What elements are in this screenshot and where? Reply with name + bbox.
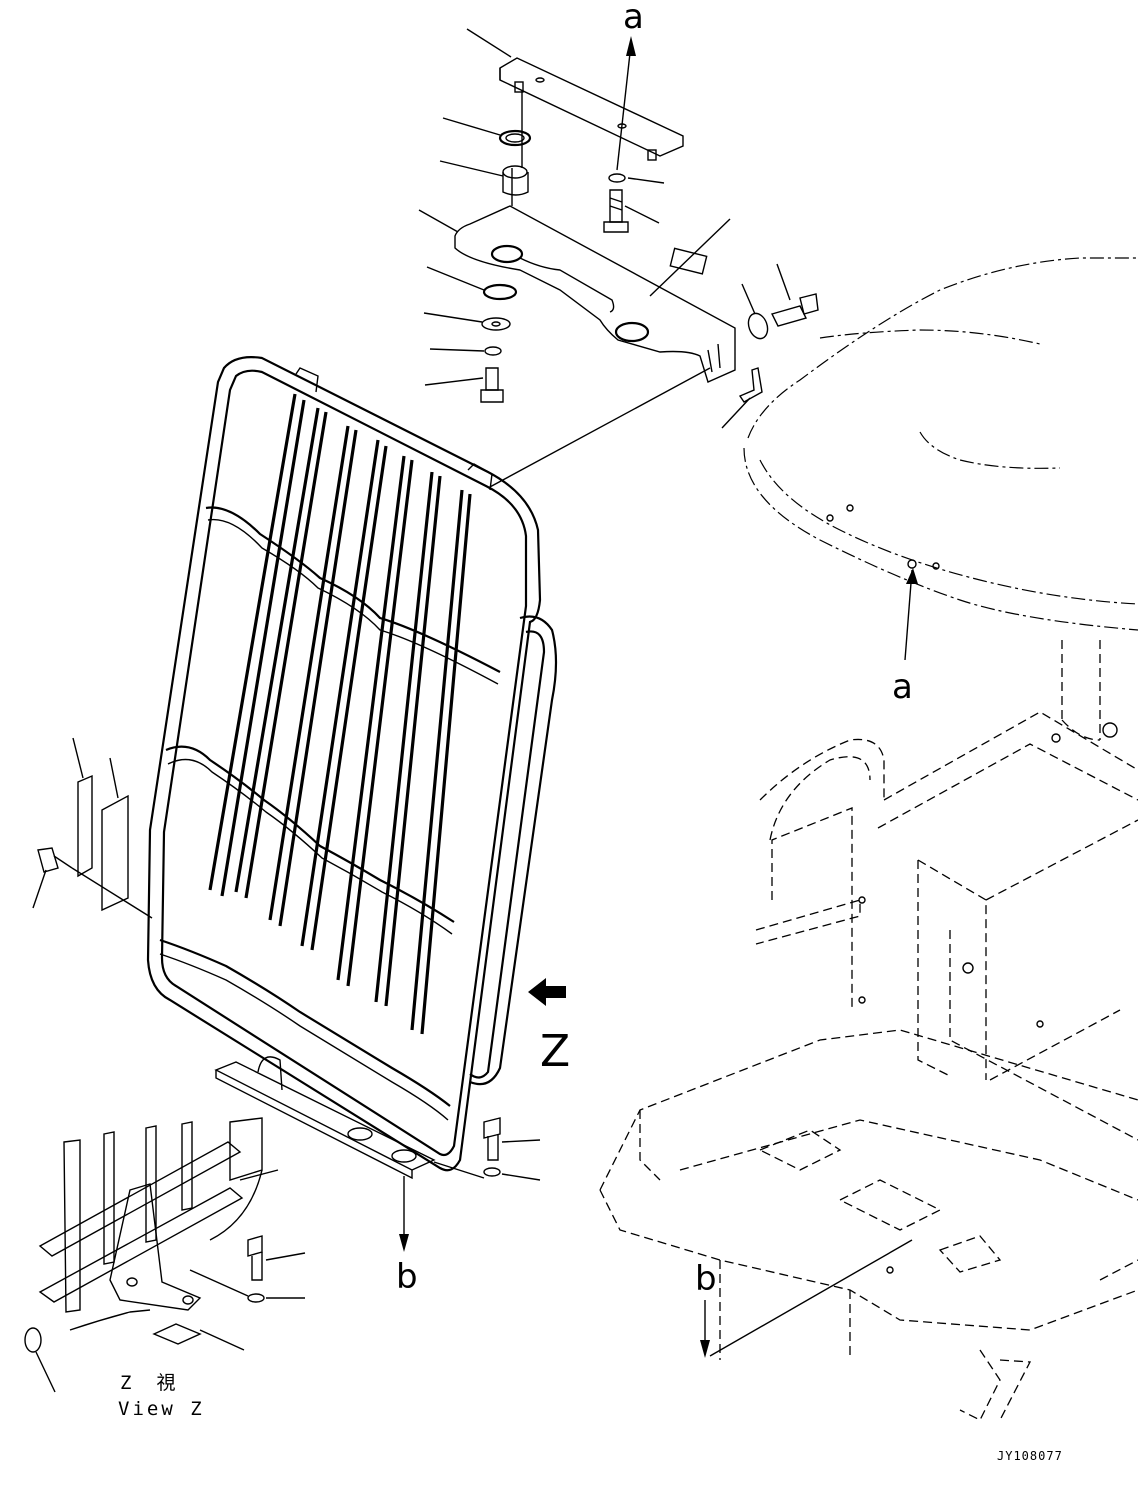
view-caption-english: View Z <box>118 1398 205 1420</box>
reference-label-b-guard: b <box>396 1257 418 1297</box>
top-hardware-stack <box>498 129 629 233</box>
view-z-detail <box>24 1117 306 1393</box>
main-bracket <box>454 205 736 383</box>
bracket-hardware <box>480 283 819 403</box>
leader-lines-top <box>418 28 791 489</box>
side-plates <box>32 737 153 919</box>
reference-arrow-a-top <box>616 36 636 171</box>
guard-frame <box>146 356 558 1180</box>
top-mounting-plate <box>499 57 684 161</box>
view-letter-z: Z <box>540 1026 571 1077</box>
operator-seat <box>743 257 1138 741</box>
view-caption-japanese: Z 視 <box>120 1372 179 1394</box>
reference-label-b-floor: b <box>695 1259 717 1299</box>
machine-body <box>599 711 1138 1421</box>
view-z-arrow <box>528 978 566 1006</box>
reference-arrow-b-floor <box>700 1239 913 1358</box>
reference-label-a-seat: a <box>892 667 913 707</box>
bottom-bolt-washer <box>433 1117 541 1181</box>
reference-arrow-b-guard <box>399 1176 409 1252</box>
reference-label-a-top: a <box>623 0 644 37</box>
drawing-number: JY108077 <box>997 1449 1063 1463</box>
reference-arrow-a-seat <box>904 568 918 661</box>
